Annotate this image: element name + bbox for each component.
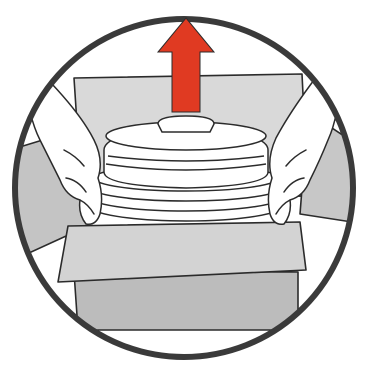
appliance-with-lid-icon bbox=[88, 116, 284, 221]
box-front bbox=[74, 272, 298, 330]
